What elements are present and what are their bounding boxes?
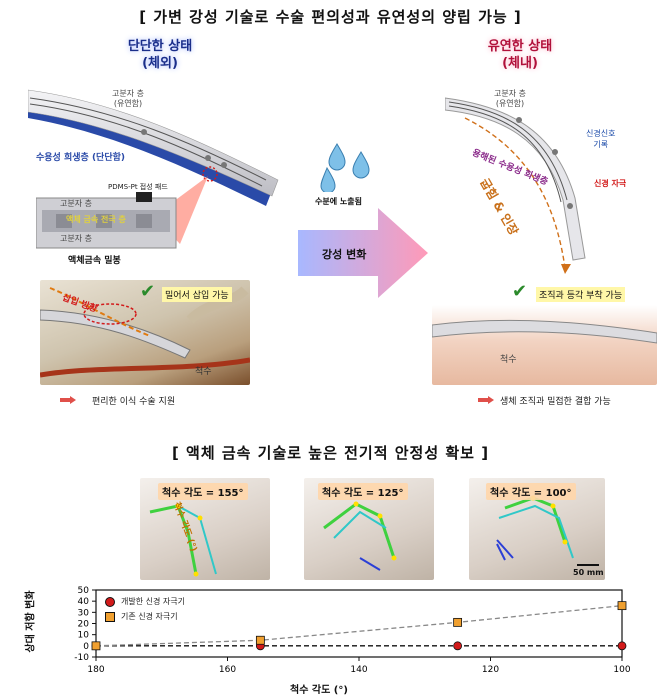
- top-title: [ 가변 강성 기술로 수술 편의성과 유연성의 양립 가능 ]: [139, 8, 522, 26]
- y-tick-label: -10: [74, 653, 89, 663]
- layer-stack: [36, 192, 177, 249]
- transition-arrow: [298, 208, 428, 298]
- pdms-pad-label: PDMS-Pt 접성 패드: [108, 183, 168, 191]
- right-polymer-text: 고분자 층: [494, 89, 526, 98]
- right-check-icon: ✔: [512, 281, 528, 302]
- left-check-text: 밀어서 삽입 가능: [162, 287, 232, 302]
- legend-developed: 개발한 신경 자극기: [105, 596, 185, 607]
- y-tick-label: 20: [78, 620, 90, 630]
- x-tick-label: 100: [613, 665, 630, 675]
- right-footnote: 생체 조직과 밀접한 결합 가능: [500, 397, 611, 407]
- left-check-icon: ✔: [140, 281, 156, 302]
- signal-record-sub: 기록: [593, 140, 609, 149]
- y-tick-label: 40: [78, 597, 90, 607]
- water-exposure-label: 수분에 노출됨: [315, 197, 362, 206]
- x-tick-label: 140: [350, 665, 367, 675]
- photo-100-markers: [496, 495, 599, 566]
- right-footnote-arrow-icon: [478, 396, 494, 404]
- signal-record-text: 신경신호: [586, 129, 616, 138]
- y-tick-label: 50: [78, 586, 90, 596]
- series-point-1: [453, 617, 463, 627]
- legend-conventional-text: 기존 신경 자극기: [121, 612, 178, 621]
- legend-developed-marker: [105, 596, 115, 607]
- photo-155-markers: [149, 503, 217, 577]
- y-axis-label-wrap: 상대 저항 변화: [22, 580, 37, 670]
- insertion-scene: [40, 286, 250, 378]
- y-tick-label: 30: [78, 608, 90, 618]
- sacrificial-layer-label: 수용성 희생층 (단단함): [36, 153, 126, 163]
- series-point-0: [617, 641, 627, 651]
- x-tick-label: 160: [219, 665, 236, 675]
- legend-developed-text: 개발한 신경 자극기: [121, 597, 185, 606]
- left-polymer-label: 고분자 층 (유연함): [112, 89, 144, 109]
- transition-label: 강성 변화: [322, 248, 367, 261]
- right-polymer-sub: (유연함): [495, 99, 525, 108]
- bottom-title: [ 액체 금속 기술로 높은 전기적 안정성 확보 ]: [171, 444, 490, 462]
- rigid-state-sub: (체외): [142, 56, 178, 71]
- stack-mid-label: 액체 금속 전극 층: [66, 215, 126, 224]
- conformal-photo: [432, 305, 657, 385]
- legend-conventional-marker: [105, 611, 115, 622]
- left-footnote: 편리한 이식 수술 지원: [92, 397, 176, 407]
- series-line-1: [95, 604, 623, 647]
- legend-conventional: 기존 신경 자극기: [105, 611, 178, 622]
- stack-bottom-label: 고분자 층: [60, 234, 92, 243]
- soft-state-sub: (체내): [502, 56, 538, 71]
- left-spine-label: 척수: [195, 367, 212, 377]
- rigid-device-illustration: [28, 89, 279, 206]
- right-check-text: 조직과 등각 부착 가능: [536, 287, 626, 302]
- angle-100-label: 척수 각도 = 100°: [486, 483, 576, 500]
- stim-label: 신경 자극: [594, 179, 627, 188]
- x-tick-label: 120: [482, 665, 499, 675]
- left-polymer-sub: (유연함): [113, 99, 143, 108]
- left-polymer-text: 고분자 층: [112, 89, 144, 98]
- soft-state-label: 유연한 상태 (체내): [445, 38, 595, 72]
- x-tick-label: 180: [87, 665, 104, 675]
- angle-155-label: 척수 각도 = 155°: [158, 483, 248, 500]
- stack-top-label: 고분자 층: [60, 199, 92, 208]
- water-drops-icon: [320, 143, 370, 192]
- rigid-state-title: 단단한 상태: [127, 39, 193, 54]
- left-footnote-arrow-icon: [60, 396, 76, 404]
- rigid-state-label: 단단한 상태 (체외): [100, 38, 220, 72]
- y-tick-label: 0: [83, 642, 89, 652]
- right-polymer-label: 고분자 층 (유연함): [494, 89, 526, 109]
- y-axis-label: 상대 저항 변화: [25, 590, 37, 653]
- conformal-scene: [432, 319, 657, 344]
- right-spine-label: 척수: [500, 355, 517, 365]
- series-point-1: [617, 601, 627, 611]
- chart-series: [91, 601, 627, 651]
- y-tick-label: 10: [78, 631, 90, 641]
- series-point-1: [255, 635, 265, 645]
- sealing-label: 액체금속 밀봉: [68, 256, 121, 266]
- series-point-0: [453, 641, 463, 651]
- scale-bar-label: 50 mm: [573, 568, 604, 577]
- signal-record-label: 신경신호 기록: [586, 128, 615, 150]
- angle-125-label: 척수 각도 = 125°: [318, 483, 408, 500]
- photo-125-markers: [323, 501, 397, 571]
- x-axis-label: 척수 각도 (°): [290, 685, 348, 696]
- soft-state-title: 유연한 상태: [487, 39, 553, 54]
- soft-device-illustration: [445, 97, 586, 274]
- series-point-1: [91, 641, 101, 651]
